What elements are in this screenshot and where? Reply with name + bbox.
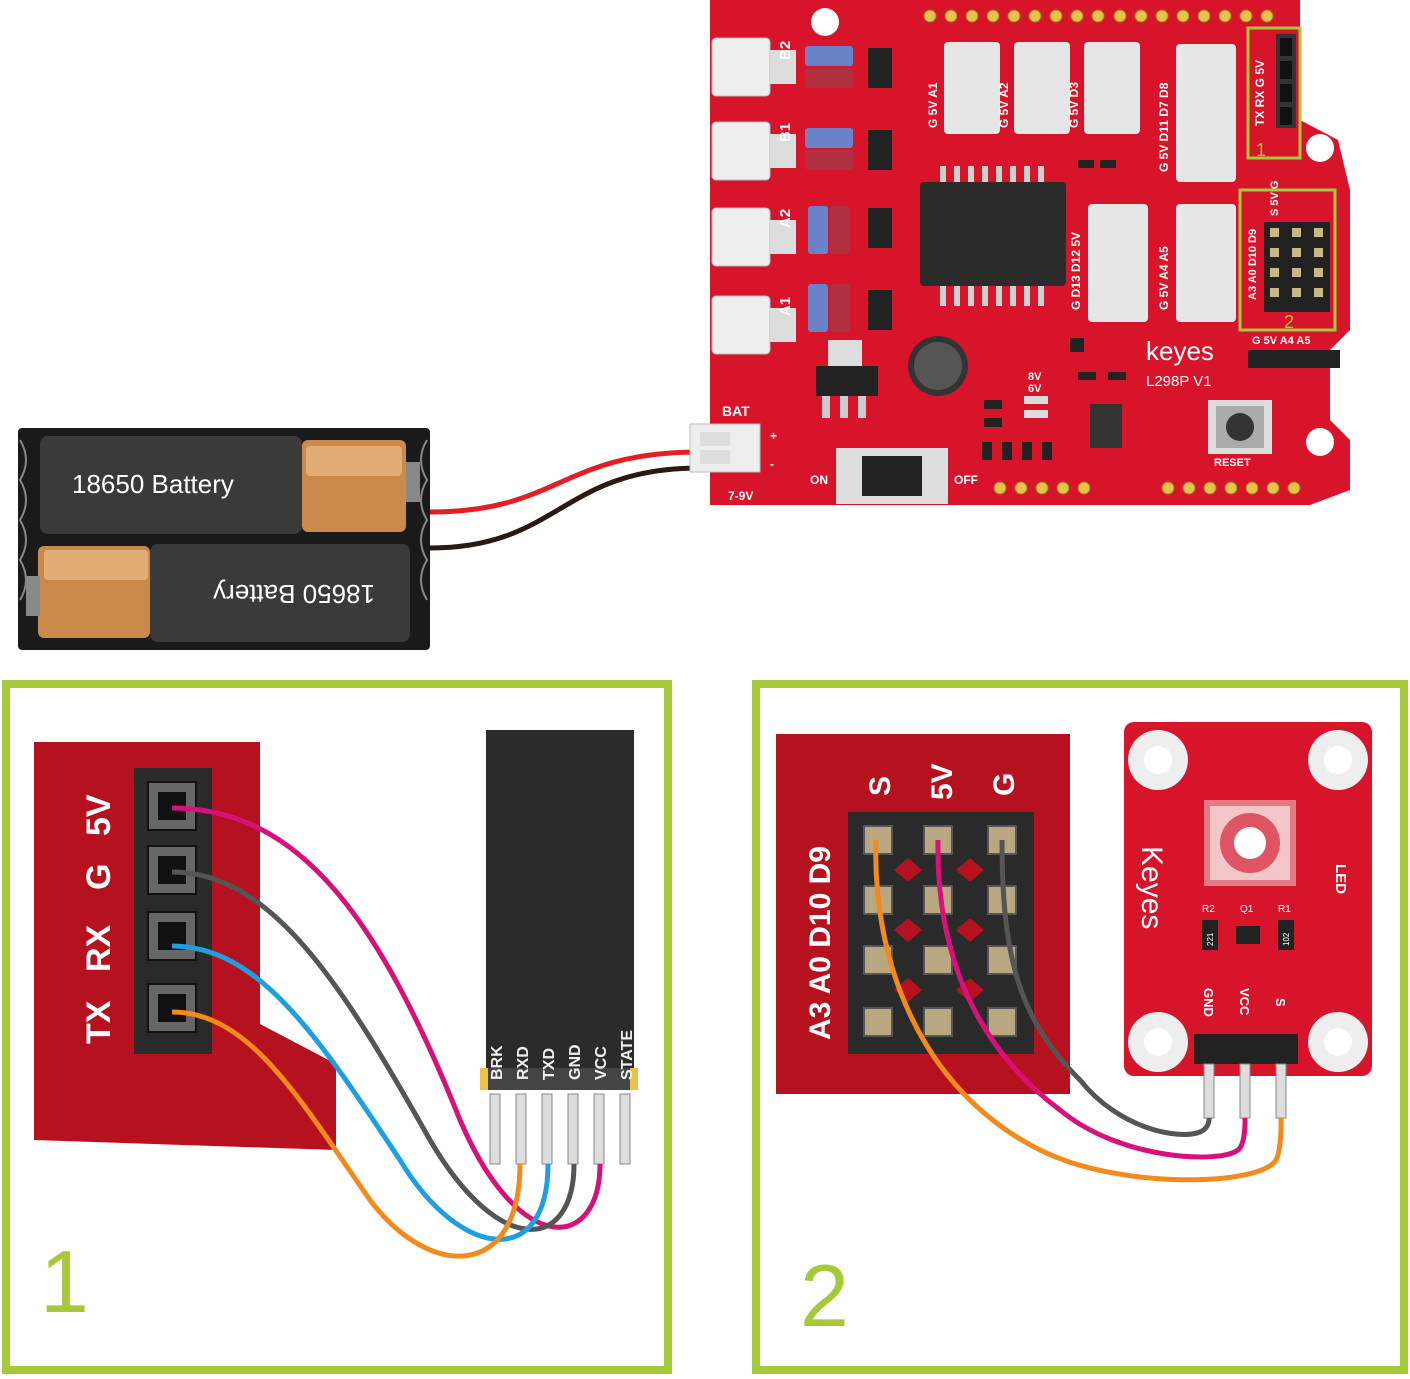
- l298p-board: B2 B1 A2 A1 G 5V A1 G 5V A2: [689, 0, 1350, 505]
- p2-col-5v: 5V: [926, 763, 959, 800]
- reset-button[interactable]: [1208, 400, 1272, 454]
- panel-1-number: 1: [40, 1232, 89, 1331]
- bt-header-label: TX RX G 5V: [1253, 60, 1267, 126]
- battery-top-label: 18650 Battery: [72, 469, 234, 499]
- part-r1: R1: [1278, 904, 1291, 915]
- switch-off-label: OFF: [954, 473, 978, 487]
- wire-black: [429, 465, 701, 551]
- p1-label-rx: RX: [80, 924, 118, 972]
- wire-g-gnd: [171, 869, 577, 1232]
- header-d13-label: G D13 D12 5V: [1069, 232, 1083, 310]
- panel-2-number: 2: [800, 1246, 849, 1345]
- code-221: 221: [1206, 932, 1215, 946]
- motor-label-a2: A2: [777, 209, 794, 228]
- wire-rx-txd: [171, 943, 551, 1242]
- power-switch[interactable]: [836, 448, 948, 504]
- led-pin-s: S: [1273, 998, 1288, 1007]
- p1-label-g: G: [80, 864, 118, 890]
- part-q1: Q1: [1240, 904, 1254, 915]
- led-module: R2 Q1 R1 221 102 Keyes LED GND VCC S: [1124, 722, 1372, 1119]
- header-d8-label: G 5V D11 D7 D8: [1157, 82, 1171, 172]
- sensor-rows-label: A3 A0 D10 D9: [1247, 229, 1259, 300]
- wire-tx-rxd: [171, 1009, 523, 1259]
- p2-col-g: G: [988, 773, 1021, 796]
- battery-cell-bottom: 18650 Battery: [26, 544, 410, 642]
- battery-cell-top: 18650 Battery: [40, 436, 420, 534]
- wire-red: [429, 449, 701, 515]
- motor-label-a1: A1: [777, 297, 794, 316]
- p2-col-s: S: [864, 776, 897, 796]
- led-pin-vcc: VCC: [1237, 988, 1252, 1016]
- bat-plus: +: [770, 429, 777, 443]
- bat-voltage: 7-9V: [728, 489, 753, 503]
- servo2-label: G 5V A2: [997, 82, 1011, 128]
- bat-label: BAT: [722, 403, 750, 419]
- p2-row-labels: A3 A0 D10 D9: [804, 846, 837, 1040]
- bt-pin-gnd: GND: [567, 1044, 584, 1080]
- panel-1: 5V G RX TX BRK RXD TXD GND VCC STATE: [2, 680, 672, 1374]
- servo3-label: G 5V D3: [1067, 82, 1081, 128]
- jumper-6v: 6V: [1028, 383, 1042, 395]
- reset-label: RESET: [1214, 457, 1251, 469]
- code-102: 102: [1282, 932, 1291, 946]
- battery-holder: 18650 Battery 18650 Battery: [18, 428, 430, 650]
- board-brand: keyes: [1146, 336, 1214, 366]
- motor-label-b2: B2: [777, 41, 794, 60]
- bt-pin-brk: BRK: [489, 1045, 506, 1080]
- bt-pin-vcc: VCC: [593, 1046, 610, 1080]
- battery-bottom-label: 18650 Battery: [213, 579, 375, 609]
- p1-label-tx: TX: [80, 1000, 118, 1044]
- module-name: LED: [1332, 864, 1349, 894]
- p1-label-5v: 5V: [80, 794, 118, 836]
- bluetooth-module: BRK RXD TXD GND VCC STATE: [480, 730, 638, 1165]
- l298p-chip: [920, 182, 1066, 286]
- motor-label-b1: B1: [777, 123, 794, 142]
- sensor-cols-label: S 5V G: [1269, 181, 1281, 216]
- switch-on-label: ON: [810, 473, 828, 487]
- jumper-8v: 8V: [1028, 371, 1042, 383]
- servo1-label: G 5V A1: [926, 82, 940, 128]
- bt-pin-state: STATE: [619, 1030, 636, 1080]
- marker-2: 2: [1284, 312, 1294, 332]
- marker-1: 1: [1256, 140, 1266, 160]
- led-pin-gnd: GND: [1201, 988, 1216, 1017]
- wire-5v-vcc: [171, 805, 603, 1230]
- module-brand: Keyes: [1135, 846, 1168, 929]
- panel-2: S 5V G A3 A0 D10 D9 R2 Q1 R1 221 102 Key…: [752, 680, 1408, 1374]
- header-a5-label: G 5V A4 A5: [1157, 246, 1171, 310]
- bt-pin-rxd: RXD: [515, 1046, 532, 1080]
- wire-g-gnd-2: [999, 839, 1212, 1137]
- servo-headers: G 5V A1 G 5V A2 G 5V D3: [926, 42, 1140, 134]
- board-model: L298P V1: [1146, 373, 1212, 390]
- bat-minus: -: [770, 457, 774, 471]
- wire-s-s-2: [873, 839, 1284, 1183]
- bottom-header-label: G 5V A4 A5: [1252, 335, 1311, 347]
- motor-connectors: B2 B1 A2 A1: [711, 37, 796, 355]
- wire-5v-vcc-2: [935, 839, 1248, 1160]
- bt-pin-txd: TXD: [541, 1048, 558, 1080]
- part-r2: R2: [1202, 904, 1215, 915]
